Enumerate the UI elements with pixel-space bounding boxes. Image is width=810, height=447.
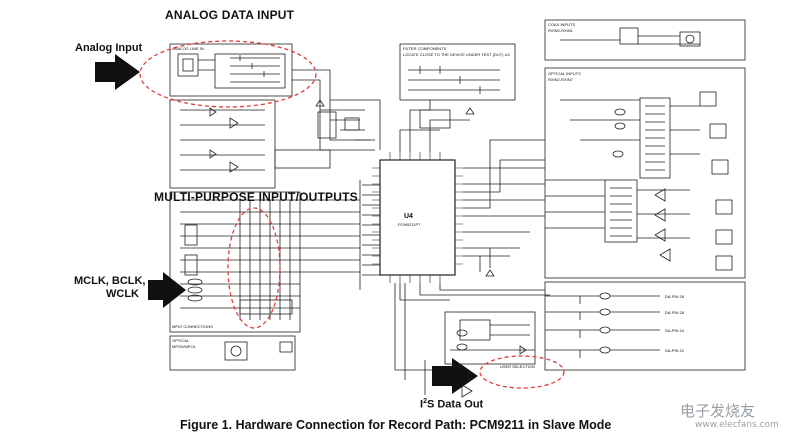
chip-u4 [379,159,456,276]
output-label-1: DA-PIN 26 [665,294,685,299]
user-selection-block [444,311,536,365]
optical-sub-label: RXIN2-RXIN7 [548,77,574,82]
mpio-connections-block [169,191,301,333]
output-block [544,281,746,371]
optical-out-label: OPTICAL [172,338,190,343]
spdif-block [169,99,276,189]
mclk-label-line2: WCLK [106,288,139,300]
watermark-en: www.elecfans.com [695,420,779,430]
output-label-3: DA-PIN 24 [665,328,685,333]
mclk-arrow [148,272,186,308]
mpio-connections-label: MPIO CONNECTIONS [172,324,213,329]
coax-inputs-label: COAX INPUTS [548,22,575,27]
coax-inputs-block [544,19,746,61]
figure-caption: Figure 1. Hardware Connection for Record… [180,418,612,432]
output-label-4: DA-PIN 22 [665,348,685,353]
mclk-label-line1: MCLK, BCLK, [74,275,146,287]
optical-inputs-block [544,67,746,279]
analog-input-label: Analog Input [75,42,143,54]
analog-data-input-title: ANALOG DATA INPUT [165,8,295,22]
analog-input-arrow [95,54,140,90]
i2s-arrow [432,358,478,394]
analog-input-highlight [139,40,317,108]
chip-part: PCM9211PT [398,222,421,227]
optical-out-block [169,335,296,371]
filter-components-label: FILTER COMPONENTS [403,46,447,51]
analog-line-in-label: ANALOG LINE IN [172,46,204,51]
optical-out-sub-label: MPO0/MPO1 [172,344,197,349]
mpio-highlight [227,207,281,329]
filter-note-label: LOCATE CLOSE TO THE DEVICE UNDER TEST (D… [403,52,510,57]
user-selection-label: USER SELECTION [500,364,535,369]
watermark-cn: 电子发烧友 [680,402,756,420]
filter-components-block [399,43,516,101]
chip-name: U4 [404,213,413,220]
output-label-2: DA-PIN 28 [665,310,685,315]
i2s-highlight [479,355,565,389]
coax-sub-label: RXIN0-RXIN1 [548,28,574,33]
optical-inputs-label: OPTICAL INPUTS [548,71,581,76]
i2s-data-out-label: I2S Data Out [420,398,484,411]
multi-purpose-title: MULTI-PURPOSE INPUT/OUTPUTS [154,190,358,204]
